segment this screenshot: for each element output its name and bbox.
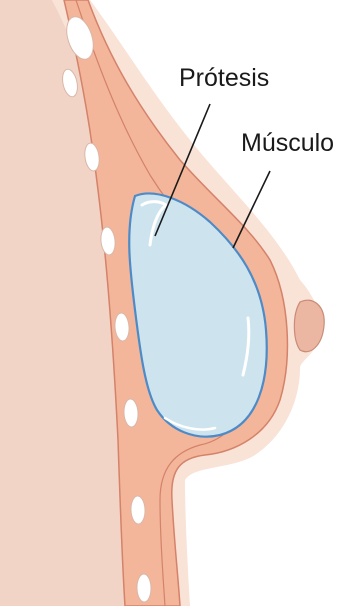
rib	[137, 574, 151, 602]
nipple	[294, 300, 324, 352]
prosthesis-label: Prótesis	[179, 66, 269, 91]
muscle-label: Músculo	[241, 131, 334, 156]
